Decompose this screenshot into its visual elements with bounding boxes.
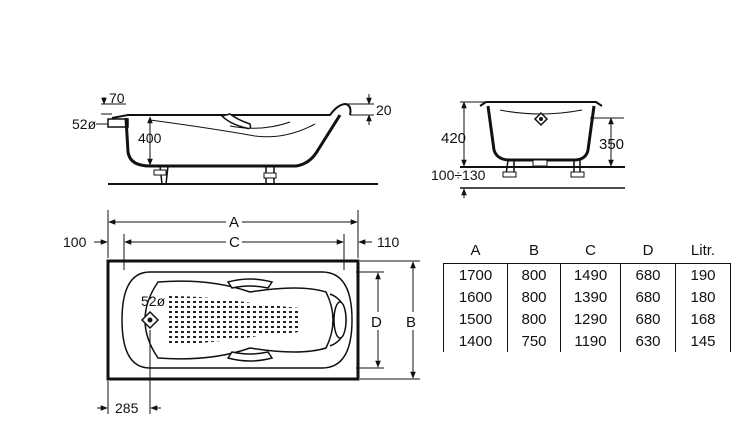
table-cell: 1190 (560, 330, 621, 352)
dim-d-label-bg (370, 312, 386, 330)
side-handle (220, 113, 252, 130)
side-inner-curve (149, 119, 316, 138)
table-header-a: A (470, 241, 481, 259)
dim-420-label: 420 (441, 130, 466, 147)
dim-legs-label: 100÷130 (431, 167, 486, 183)
table-row: 1600 800 1390 680 180 (443, 286, 731, 308)
dim-350-label: 350 (599, 136, 624, 153)
dimensions-table: A B C D Litr. 1700 800 1490 680 190 1600… (443, 237, 731, 352)
table-row: 1500 800 1290 680 168 (443, 308, 731, 330)
end-foot-left (502, 171, 517, 178)
dim-20-label: 20 (376, 102, 392, 118)
top-drain-icon (140, 310, 160, 330)
end-overflow-icon (533, 111, 549, 127)
side-rim (111, 102, 352, 119)
table-header-b: B (528, 241, 539, 259)
top-headrest-pad (333, 301, 347, 339)
top-outer-frame (106, 259, 360, 381)
table-cell: 680 (620, 286, 676, 308)
table-cell: 680 (620, 263, 676, 286)
dim-400-label: 400 (138, 130, 162, 146)
table-cell: 1500 (443, 308, 508, 330)
table-cell: 800 (507, 263, 561, 286)
dim-drain-label: 52ø (72, 116, 97, 132)
dim-a-label: A (229, 214, 239, 231)
table-header-row: A B C D Litr. (444, 237, 731, 264)
dim-c-label: C (229, 234, 240, 251)
side-tub-body (124, 114, 342, 168)
top-drain-label: 52ø (141, 293, 166, 309)
top-basin-outline (121, 271, 353, 369)
side-view: 70 52ø 400 20 (72, 90, 392, 185)
table-cell: 800 (507, 308, 561, 330)
side-foot-right (263, 172, 277, 179)
table-row: 1400 750 1190 630 145 (443, 330, 731, 352)
top-view: A C 100 110 52ø D (63, 210, 421, 416)
end-rim (479, 101, 603, 107)
table-header-d: D (642, 241, 654, 259)
end-foot-right (570, 171, 585, 178)
side-inner-curve-2 (229, 121, 291, 129)
table-row: 1700 800 1490 680 190 (443, 263, 731, 286)
dim-100-label: 100 (63, 234, 87, 250)
table-cell: 680 (620, 308, 676, 330)
table-cell: 750 (507, 330, 561, 352)
top-handle-lower (226, 351, 274, 362)
table-cell: 1390 (560, 286, 621, 308)
table-header-litres: Litr. (690, 241, 716, 259)
dim-a-label-bg (226, 212, 242, 230)
table-cell: 145 (675, 330, 731, 352)
end-view: 420 350 100÷130 (431, 101, 625, 198)
top-handle-upper (226, 278, 274, 289)
table-cell: 800 (507, 286, 561, 308)
table-cell: 1290 (560, 308, 621, 330)
table-cell: 180 (675, 286, 731, 308)
table-cell: 168 (675, 308, 731, 330)
top-basin-inner (144, 280, 334, 360)
table-header-c: C (585, 241, 596, 259)
dim-285-label: 285 (115, 400, 139, 416)
dim-c-label-bg (226, 232, 242, 250)
table-cell: 1600 (443, 286, 508, 308)
dim-70-label: 70 (109, 90, 125, 106)
end-drain-block (532, 159, 548, 167)
table-cell: 1700 (443, 263, 508, 286)
table-cell: 1400 (443, 330, 508, 352)
dim-110-label: 110 (377, 234, 400, 250)
side-drain-pipe (107, 118, 129, 128)
table-cell: 1490 (560, 263, 621, 286)
top-anti-slip-pattern (168, 296, 300, 344)
side-foot-left (153, 169, 167, 176)
table-cell: 630 (620, 330, 676, 352)
dim-d-label: D (371, 314, 382, 331)
dim-b-label-bg (405, 312, 421, 330)
table-cell: 190 (675, 263, 731, 286)
dim-b-label: B (406, 314, 416, 331)
